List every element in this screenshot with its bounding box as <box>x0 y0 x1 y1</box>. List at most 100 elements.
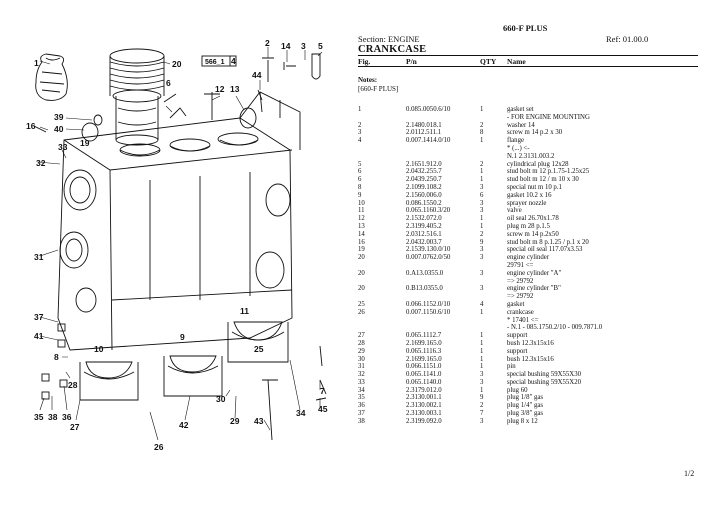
cell-name: special oil seal 117.07x3.53 <box>507 246 583 254</box>
cell-qty: 1 <box>480 363 484 371</box>
callout-12: 12 <box>215 84 225 94</box>
cell-qty: 1 <box>480 176 484 184</box>
callout-35: 35 <box>34 412 44 422</box>
callout-30: 30 <box>216 394 226 404</box>
cell-fig: 32 <box>358 371 365 379</box>
cell-pn: 0.065.1112.7 <box>406 332 442 340</box>
cell-name: oil seal 26.70x1.78 <box>507 215 559 223</box>
cell-qty: 1 <box>480 308 484 316</box>
callout-4: 4 <box>231 56 236 66</box>
callout-31: 31 <box>34 252 44 262</box>
cell-pn: 2.0312.516.1 <box>406 230 442 238</box>
cell-pn: 0.065.1160.3/20 <box>406 207 451 215</box>
cell-qty: 1 <box>480 215 484 223</box>
cell-qty: 1 <box>480 332 484 340</box>
cell-pn: 0.065.1140.0 <box>406 378 442 386</box>
callout-8: 8 <box>54 352 59 362</box>
cell-qty: 2 <box>480 402 484 410</box>
table-row: 29791 <= <box>358 262 698 270</box>
cell-qty: 1 <box>480 347 484 355</box>
cell-pn: 0.066.1151.0 <box>406 363 442 371</box>
cell-name: N.1 2.3131.003.2 <box>507 152 555 160</box>
callout-11: 11 <box>240 306 249 316</box>
cell-qty: 1 <box>480 355 484 363</box>
cell-pn: 2.3179.012.0 <box>406 386 442 394</box>
callout-1: 1 <box>34 58 39 68</box>
cell-fig: 36 <box>358 402 365 410</box>
cell-fig: 2 <box>358 121 362 129</box>
cell-pn: 2.1099.108.2 <box>406 183 442 191</box>
cell-pn: 0.B13.0355.0 <box>406 285 443 293</box>
cell-pn: 2.1699.165.0 <box>406 339 442 347</box>
cell-fig: 9 <box>358 191 362 199</box>
cell-name: flange <box>507 137 524 145</box>
cell-fig: 14 <box>358 230 365 238</box>
cell-qty: 3 <box>480 246 484 254</box>
cell-fig: 6 <box>358 176 362 184</box>
notes-label: Notes: <box>358 76 378 84</box>
cell-name: => 29792 <box>507 277 534 285</box>
cell-qty: 3 <box>480 269 484 277</box>
cell-pn: 0.007.1150.6/10 <box>406 308 451 316</box>
cell-fig: 4 <box>358 137 362 145</box>
cell-fig: 16 <box>358 238 365 246</box>
cell-qty: 3 <box>480 285 484 293</box>
cell-name: special nut m 10 p.1 <box>507 183 562 191</box>
callout-37: 37 <box>34 312 44 322</box>
cell-qty: 9 <box>480 238 484 246</box>
cell-qty: 3 <box>480 254 484 262</box>
callout-43: 43 <box>254 416 264 426</box>
callout-45: 45 <box>318 404 328 414</box>
cell-name: plug 3/8" gas <box>507 410 544 418</box>
cell-fig: 6 <box>358 168 362 176</box>
cell-pn: 0.007.0762.0/50 <box>406 254 451 262</box>
cell-qty: 3 <box>480 378 484 386</box>
cell-qty: 1 <box>480 106 484 113</box>
column-header-qty: QTY <box>480 57 497 66</box>
cell-pn: 2.1480.018.1 <box>406 121 442 129</box>
page-title: CRANKCASE <box>358 44 427 55</box>
cell-name: cylindrical plug 12x28 <box>507 160 569 168</box>
cell-name: gasket 10.2 x 16 <box>507 191 552 199</box>
cell-qty: 7 <box>480 410 484 418</box>
cell-fig: 38 <box>358 417 365 425</box>
cell-name: * 17401 <= <box>507 316 539 324</box>
gasket-set-bag-drawing <box>35 53 68 101</box>
cell-name: plug m 28 p.1.5 <box>507 222 550 230</box>
table-row: * 17401 <= <box>358 317 698 325</box>
callout-2: 2 <box>265 38 270 48</box>
cell-name: gasket <box>507 300 525 308</box>
cell-name: plug 8 x 12 <box>507 417 538 425</box>
callout-44: 44 <box>252 70 262 80</box>
cell-name: crankcase <box>507 308 534 316</box>
table-row: => 29792 <box>358 278 698 286</box>
cell-pn: 2.1532.072.0 <box>406 215 442 223</box>
cell-name: - N.1 - 085.1750.2/10 - 009.7871.0 <box>507 324 603 332</box>
callout-20: 20 <box>172 59 182 69</box>
crankcase-block-drawing <box>57 91 301 351</box>
cell-qty: 3 <box>480 417 484 425</box>
cell-pn: 2.1699.165.0 <box>406 355 442 363</box>
callout-5: 5 <box>318 41 323 51</box>
cell-pn: 0.065.1116.3 <box>406 347 442 355</box>
cell-qty: 1 <box>480 222 484 230</box>
cell-fig: 1 <box>358 106 362 113</box>
cell-name: support <box>507 347 528 355</box>
cell-name: valve <box>507 207 522 215</box>
